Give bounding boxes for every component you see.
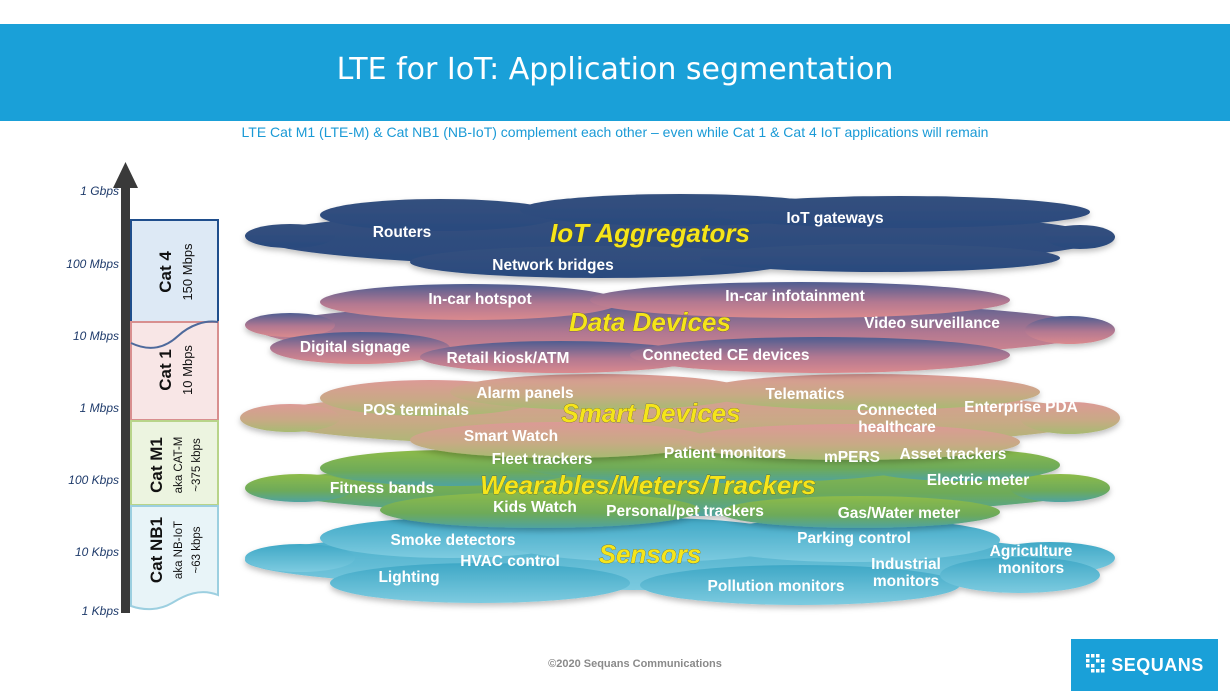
- aggregators-title: IoT Aggregators: [550, 218, 750, 248]
- sensors-item: HVAC control: [460, 553, 560, 570]
- sensors-item: Agriculture: [990, 543, 1073, 560]
- sensors-cloud: [245, 518, 1115, 605]
- smart-devices-item: Enterprise PDA: [964, 399, 1078, 416]
- catm1-aka: aka CAT-M: [173, 437, 185, 494]
- category-catnb1: Cat NB1 aka NB-IoT ~63 kbps: [130, 505, 219, 611]
- smart-devices-item: Patient monitors: [664, 445, 786, 462]
- wearables-item: Fitness bands: [330, 480, 434, 497]
- smart-devices-title: Smart Devices: [561, 398, 740, 428]
- sensors-item: monitors: [998, 560, 1064, 577]
- axis-tick-1kbps: 1 Kbps: [82, 604, 119, 618]
- axis-tick-10mbps: 10 Mbps: [73, 329, 119, 343]
- wearables-item: mPERS: [824, 449, 880, 466]
- wearables-item: Kids Watch: [493, 499, 577, 516]
- wearables-item: Fleet trackers: [492, 451, 593, 468]
- catm1-label: Cat M1: [147, 437, 166, 493]
- category-catm1: Cat M1 aka CAT-M ~375 kbps: [130, 420, 219, 506]
- sequans-grid-icon: [1085, 653, 1105, 678]
- smart-devices-item: Telematics: [766, 386, 845, 403]
- aggregators-item: Routers: [373, 224, 432, 241]
- wearables-title: Wearables/Meters/Trackers: [480, 470, 816, 500]
- cat1-speed: 10 Mbps: [180, 345, 195, 395]
- sensors-item: Pollution monitors: [708, 578, 845, 595]
- copyright-notice: ©2020 Sequans Communications: [548, 658, 722, 670]
- cat4-label: Cat 4: [156, 251, 175, 293]
- axis-tick-100kbps: 100 Kbps: [68, 473, 119, 487]
- wearables-cloud: [245, 447, 1110, 528]
- cat4-box: [130, 219, 219, 325]
- axis-tick-1mbps: 1 Mbps: [80, 401, 119, 415]
- smart-devices-item: POS terminals: [363, 402, 469, 419]
- smart-devices-item: Smart Watch: [464, 428, 558, 445]
- sensors-item: monitors: [873, 573, 939, 590]
- catnb1-speed: ~63 kbps: [191, 526, 203, 573]
- sensors-item: Industrial: [871, 556, 941, 573]
- catm1-box: [130, 420, 219, 506]
- data-devices-item: In-car hotspot: [428, 291, 531, 308]
- axis-arrowhead: [113, 162, 138, 188]
- axis-tick-100mbps: 100 Mbps: [66, 257, 119, 271]
- aggregators-item: Network bridges: [492, 257, 613, 274]
- catnb1-box: [130, 505, 219, 611]
- cat1-label: Cat 1: [156, 349, 175, 391]
- subtitle: LTE Cat M1 (LTE-M) & Cat NB1 (NB-IoT) co…: [241, 124, 989, 140]
- title-banner: [0, 24, 1230, 121]
- axis-shaft: [121, 185, 130, 613]
- sensors-item: Smoke detectors: [391, 532, 516, 549]
- logo-text: SEQUANS: [1111, 654, 1204, 675]
- aggregators-item: IoT gateways: [786, 210, 883, 227]
- data-devices-item: In-car infotainment: [725, 288, 865, 305]
- smart-devices-item: Connected: [857, 402, 937, 419]
- wearables-item: Asset trackers: [900, 446, 1007, 463]
- sensors-item: Lighting: [378, 569, 439, 586]
- cat1-wave: [130, 320, 219, 349]
- wearables-item: Gas/Water meter: [838, 505, 961, 522]
- category-cat4: Cat 4 150 Mbps: [130, 219, 219, 325]
- wearables-item: Electric meter: [927, 472, 1030, 489]
- catnb1-label: Cat NB1: [147, 517, 166, 583]
- data-devices-item: Connected CE devices: [642, 347, 809, 364]
- data-devices-title: Data Devices: [569, 307, 731, 337]
- data-devices-cloud: [245, 282, 1115, 373]
- category-cat1: Cat 1 10 Mbps: [130, 320, 219, 421]
- data-devices-item: Retail kiosk/ATM: [447, 350, 570, 367]
- page-title: LTE for IoT: Application segmentation: [336, 52, 894, 87]
- axis-tick-10kbps: 10 Kbps: [75, 545, 119, 559]
- sensors-title: Sensors: [599, 539, 702, 569]
- data-devices-item: Digital signage: [300, 339, 411, 356]
- catm1-speed: ~375 kbps: [191, 438, 203, 492]
- wearables-item: Personal/pet trackers: [606, 503, 764, 520]
- smart-devices-item: healthcare: [858, 419, 936, 436]
- cat4-speed: 150 Mbps: [180, 243, 195, 301]
- smart-devices-cloud: [240, 374, 1120, 460]
- smart-devices-item: Alarm panels: [476, 385, 573, 402]
- throughput-axis: [113, 162, 138, 613]
- sensors-item: Parking control: [797, 530, 911, 547]
- catnb1-aka: aka NB-IoT: [173, 521, 185, 579]
- data-devices-item: Video surveillance: [864, 315, 1000, 332]
- sequans-logo: SEQUANS: [1071, 639, 1218, 691]
- aggregators-cloud: [245, 194, 1115, 278]
- axis-tick-1gbps: 1 Gbps: [80, 184, 119, 198]
